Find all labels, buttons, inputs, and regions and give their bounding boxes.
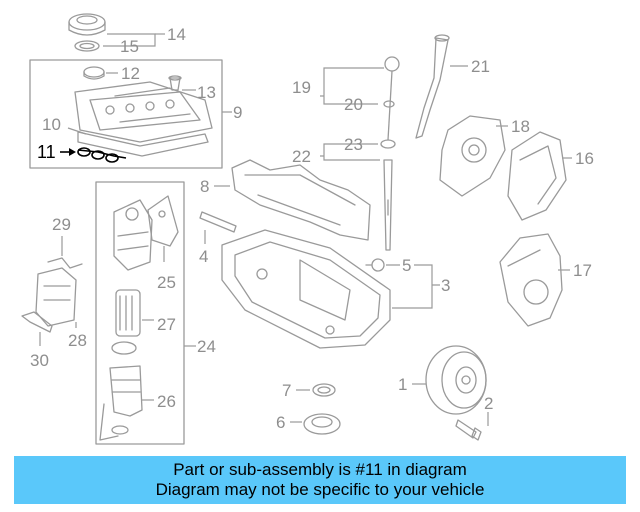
callout-19: 19 — [292, 78, 311, 97]
valve-cover-gasket — [77, 131, 209, 157]
oil-cooler — [35, 267, 77, 327]
banner-line-2: Diagram may not be specific to your vehi… — [155, 480, 485, 499]
callout-6: 6 — [276, 413, 285, 432]
oil-filter-housing — [113, 199, 153, 271]
callout-29: 29 — [52, 215, 71, 234]
callout-21: 21 — [471, 57, 490, 76]
callout-11: 11 — [37, 142, 56, 162]
callout-11-arrow — [69, 148, 76, 156]
callout-1: 1 — [398, 375, 407, 394]
engine-cover — [507, 131, 567, 221]
guide-tube — [380, 139, 396, 251]
banner-line-1: Part or sub-assembly is #11 in diagram — [173, 460, 467, 479]
callout-20: 20 — [344, 95, 363, 114]
callout-7: 7 — [282, 381, 291, 400]
callout-5: 5 — [402, 256, 411, 275]
callout-25: 25 — [157, 273, 176, 292]
valve-cover-group-box — [29, 59, 223, 169]
callout-30: 30 — [30, 351, 49, 370]
oil-filler-cap-seal — [74, 40, 100, 52]
oil-filter-cap — [99, 365, 143, 441]
oil-filter-housing-group-box — [95, 181, 185, 445]
crankshaft-pulley — [425, 345, 487, 415]
breather-valve — [168, 75, 182, 91]
callout-14-15-leader — [103, 33, 156, 47]
callout-24: 24 — [197, 337, 216, 356]
callout-16: 16 — [575, 149, 594, 168]
callout-2: 2 — [484, 394, 493, 413]
oil-baffle — [231, 159, 371, 241]
oil-filter — [115, 289, 141, 337]
callout-12: 12 — [121, 64, 140, 83]
drain-plug — [365, 258, 385, 272]
callout-13: 13 — [197, 83, 216, 102]
callout-15: 15 — [120, 37, 139, 56]
callout-8: 8 — [200, 177, 209, 196]
crankshaft-seal — [303, 413, 341, 435]
oil-filler-cap — [68, 13, 106, 36]
info-banner: Part or sub-assembly is #11 in diagram D… — [14, 456, 626, 504]
callout-18: 18 — [511, 117, 530, 136]
o-ring — [111, 341, 137, 355]
valve-cover-cap — [83, 66, 105, 80]
housing-gasket — [147, 195, 179, 247]
pulley-bolt — [455, 419, 482, 441]
highlighted-part-11-seal — [77, 147, 127, 163]
dipstick-seal — [383, 100, 395, 108]
callout-4: 4 — [199, 247, 208, 266]
dipstick-tube — [415, 34, 450, 139]
oil-seal-small — [312, 383, 336, 397]
callout-17: 17 — [573, 261, 592, 280]
oil-pan — [221, 229, 391, 349]
callout-14: 14 — [167, 25, 186, 44]
timing-cover — [439, 115, 506, 197]
callout-28: 28 — [68, 331, 87, 350]
callout-23: 23 — [344, 135, 363, 154]
callout-22: 22 — [292, 147, 311, 166]
gasket-strip — [199, 211, 237, 233]
timing-cover-lower — [499, 233, 563, 327]
parts-diagram: 14 15 9 12 13 10 11 8 — [21, 13, 594, 445]
dipstick — [384, 56, 400, 141]
callout-9: 9 — [233, 103, 242, 122]
callout-10: 10 — [42, 115, 61, 134]
valve-cover — [74, 81, 213, 143]
callout-26: 26 — [157, 392, 176, 411]
wire-clip — [47, 257, 83, 269]
callout-27: 27 — [157, 315, 176, 334]
callout-3: 3 — [441, 276, 450, 295]
bracket — [21, 311, 53, 333]
